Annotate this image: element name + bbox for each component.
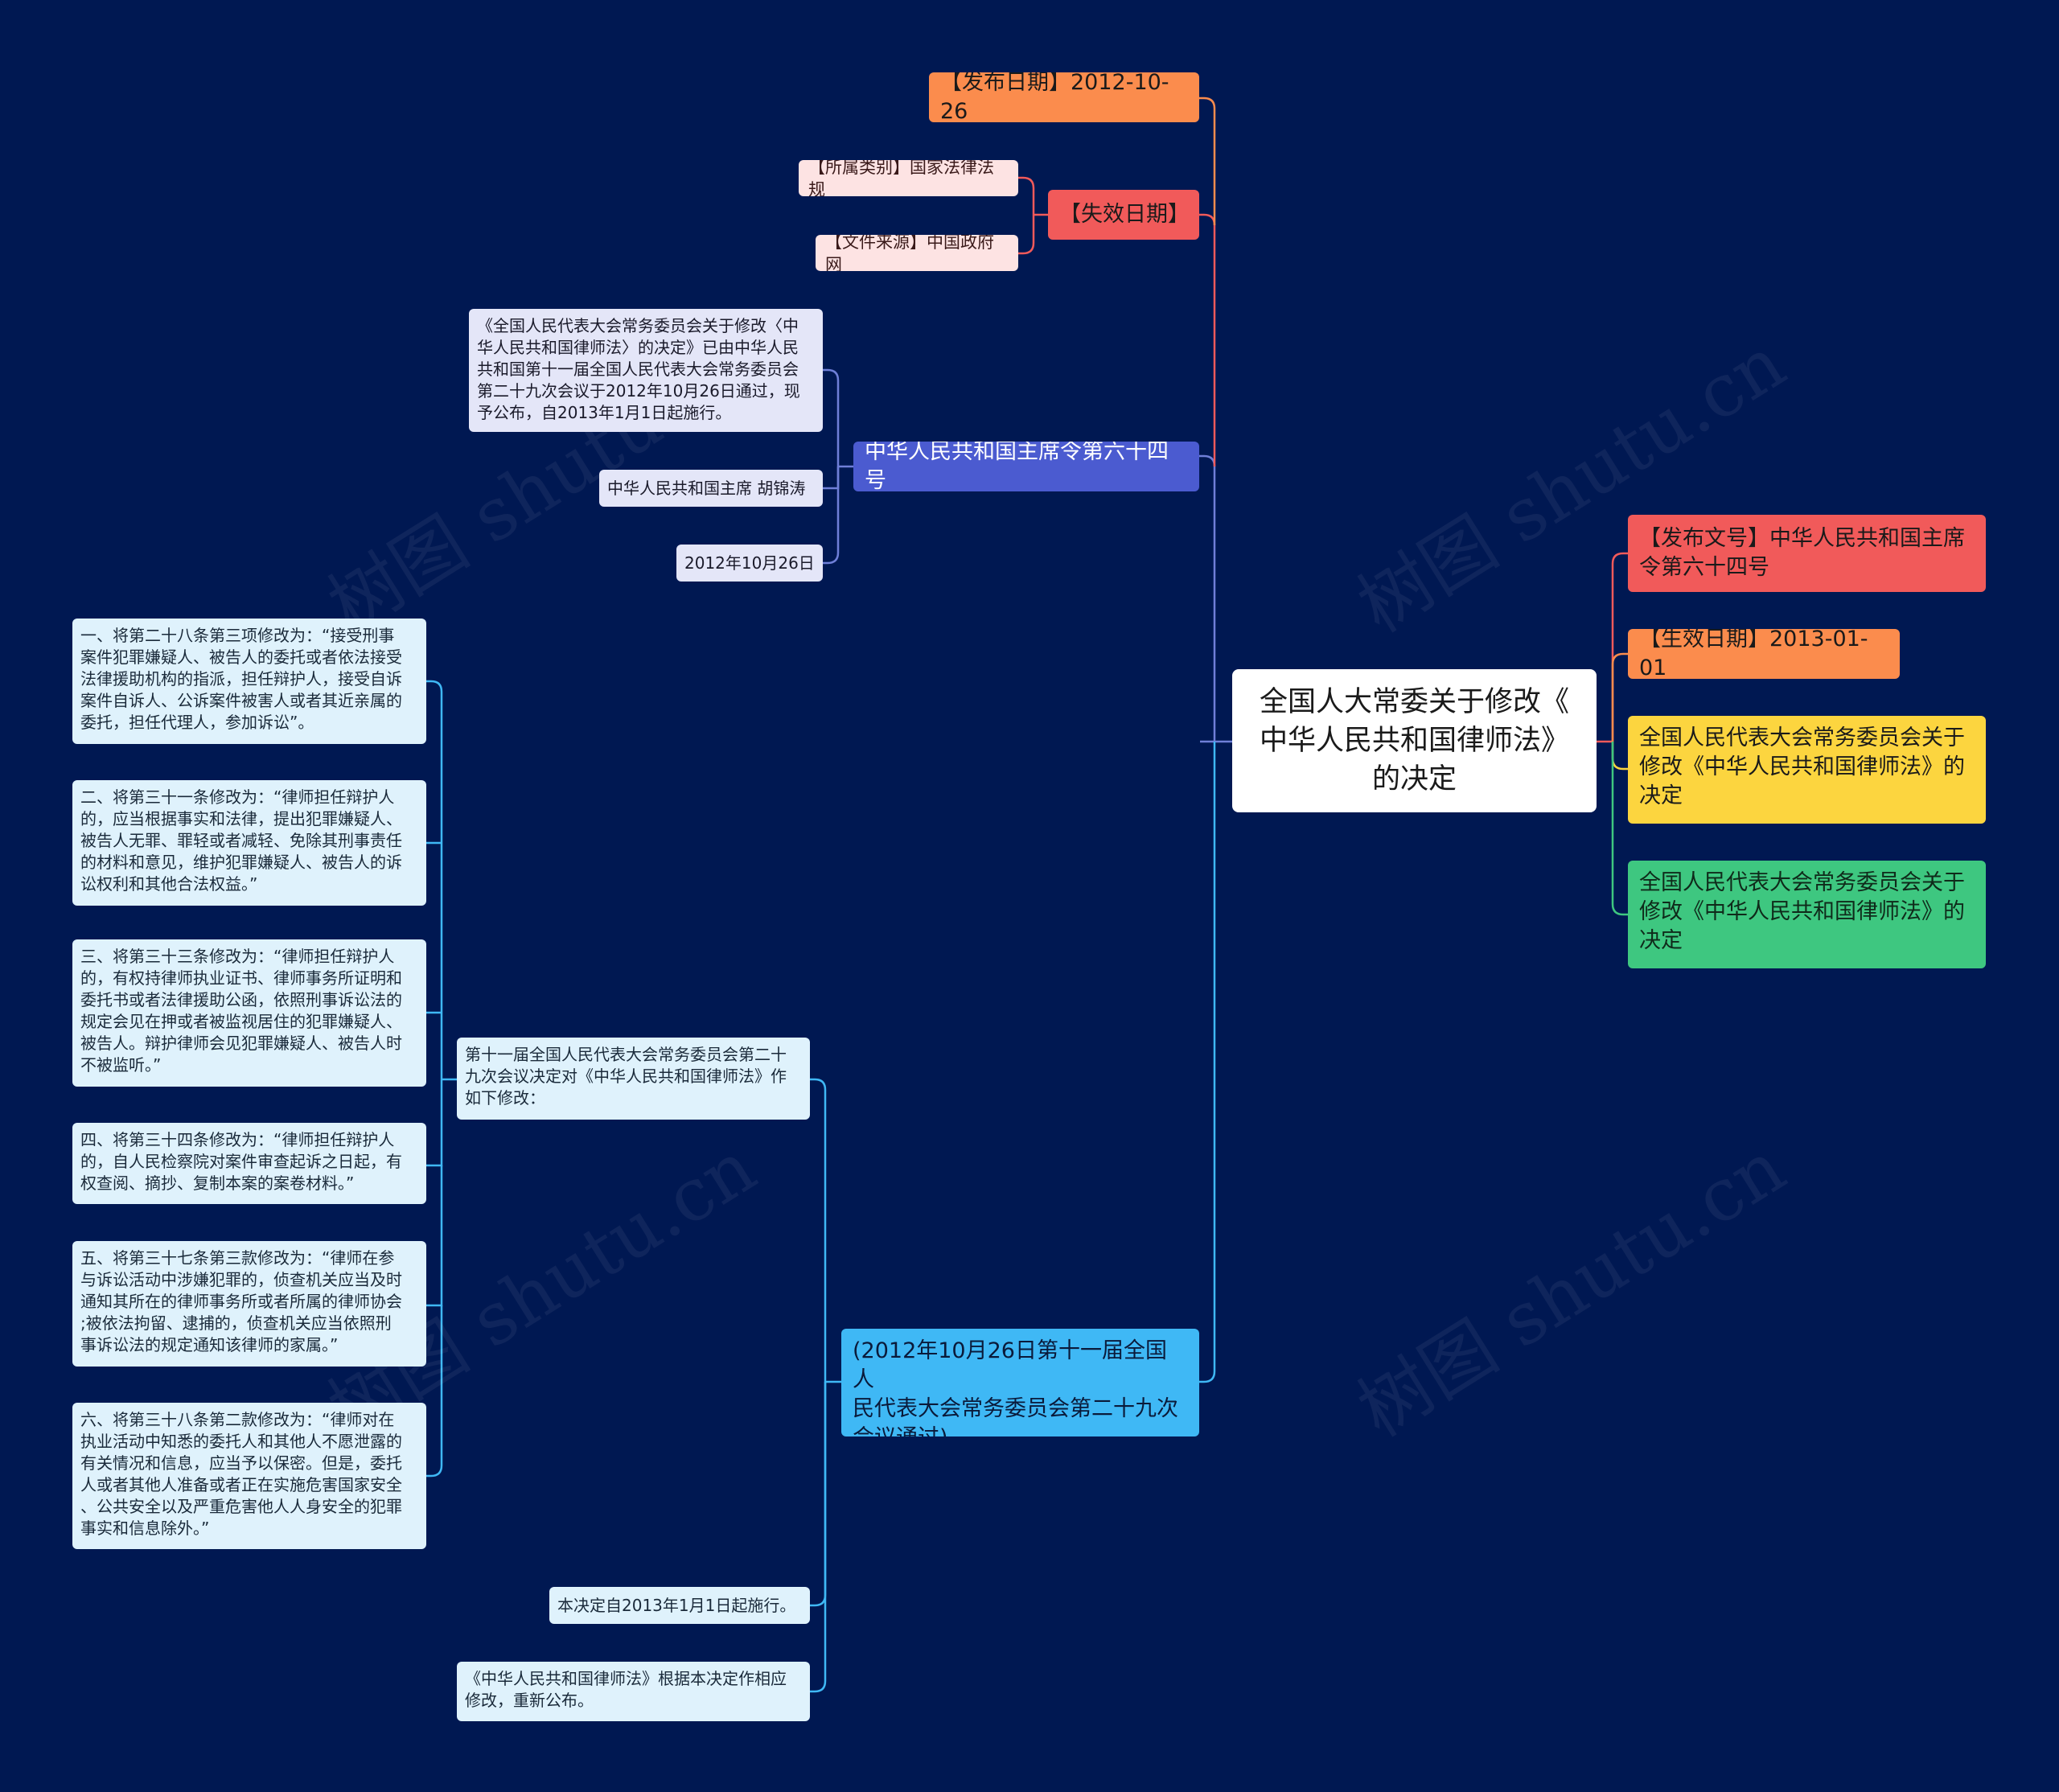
- session-child-republish[interactable]: 《中华人民共和国律师法》根据本决定作相应 修改，重新公布。: [457, 1662, 810, 1721]
- expiry-child-source[interactable]: 【文件来源】中国政府网: [816, 235, 1018, 271]
- left-node-session[interactable]: (2012年10月26日第十一届全国人 民代表大会常务委员会第二十九次 会议通过…: [841, 1329, 1199, 1436]
- right-node-decision-green[interactable]: 全国人民代表大会常务委员会关于 修改《中华人民共和国律师法》的 决定: [1628, 861, 1986, 968]
- expiry-child-category[interactable]: 【所属类别】国家法律法规: [799, 160, 1018, 196]
- right-node-decision-yellow[interactable]: 全国人民代表大会常务委员会关于 修改《中华人民共和国律师法》的 决定: [1628, 716, 1986, 824]
- order-child-announcement[interactable]: 《全国人民代表大会常务委员会关于修改〈中 华人民共和国律师法〉的决定》已由中华人…: [469, 309, 823, 432]
- right-node-doc-number[interactable]: 【发布文号】中华人民共和国主席 令第六十四号: [1628, 515, 1986, 592]
- amendment-item-2[interactable]: 二、将第三十一条修改为：“律师担任辩护人 的，应当根据事实和法律，提出犯罪嫌疑人…: [72, 780, 426, 906]
- amendment-item-1[interactable]: 一、将第二十八条第三项修改为：“接受刑事 案件犯罪嫌疑人、被告人的委托或者依法接…: [72, 619, 426, 744]
- amendment-item-3[interactable]: 三、将第三十三条修改为：“律师担任辩护人 的，有权持律师执业证书、律师事务所证明…: [72, 939, 426, 1087]
- root-node[interactable]: 全国人大常委关于修改《 中华人民共和国律师法》 的决定: [1232, 669, 1597, 812]
- amendment-item-5[interactable]: 五、将第三十七条第三款修改为：“律师在参 与诉讼活动中涉嫌犯罪的，侦查机关应当及…: [72, 1241, 426, 1367]
- left-node-presidential-order[interactable]: 中华人民共和国主席令第六十四号: [853, 442, 1199, 491]
- left-node-expiry[interactable]: 【失效日期】: [1048, 190, 1199, 240]
- amendment-item-4[interactable]: 四、将第三十四条修改为：“律师担任辩护人 的，自人民检察院对案件审查起诉之日起，…: [72, 1123, 426, 1204]
- amendment-item-6[interactable]: 六、将第三十八条第二款修改为：“律师对在 执业活动中知悉的委托人和其他人不愿泄露…: [72, 1403, 426, 1549]
- right-node-effective-date[interactable]: 【生效日期】2013-01-01: [1628, 629, 1900, 679]
- session-child-effective[interactable]: 本决定自2013年1月1日起施行。: [549, 1587, 810, 1624]
- session-child-decision[interactable]: 第十一届全国人民代表大会常务委员会第二十 九次会议决定对《中华人民共和国律师法》…: [457, 1038, 810, 1120]
- left-node-publish-date[interactable]: 【发布日期】2012-10-26: [929, 72, 1199, 122]
- order-child-date[interactable]: 2012年10月26日: [676, 545, 823, 582]
- order-child-signature[interactable]: 中华人民共和国主席 胡锦涛: [599, 470, 823, 507]
